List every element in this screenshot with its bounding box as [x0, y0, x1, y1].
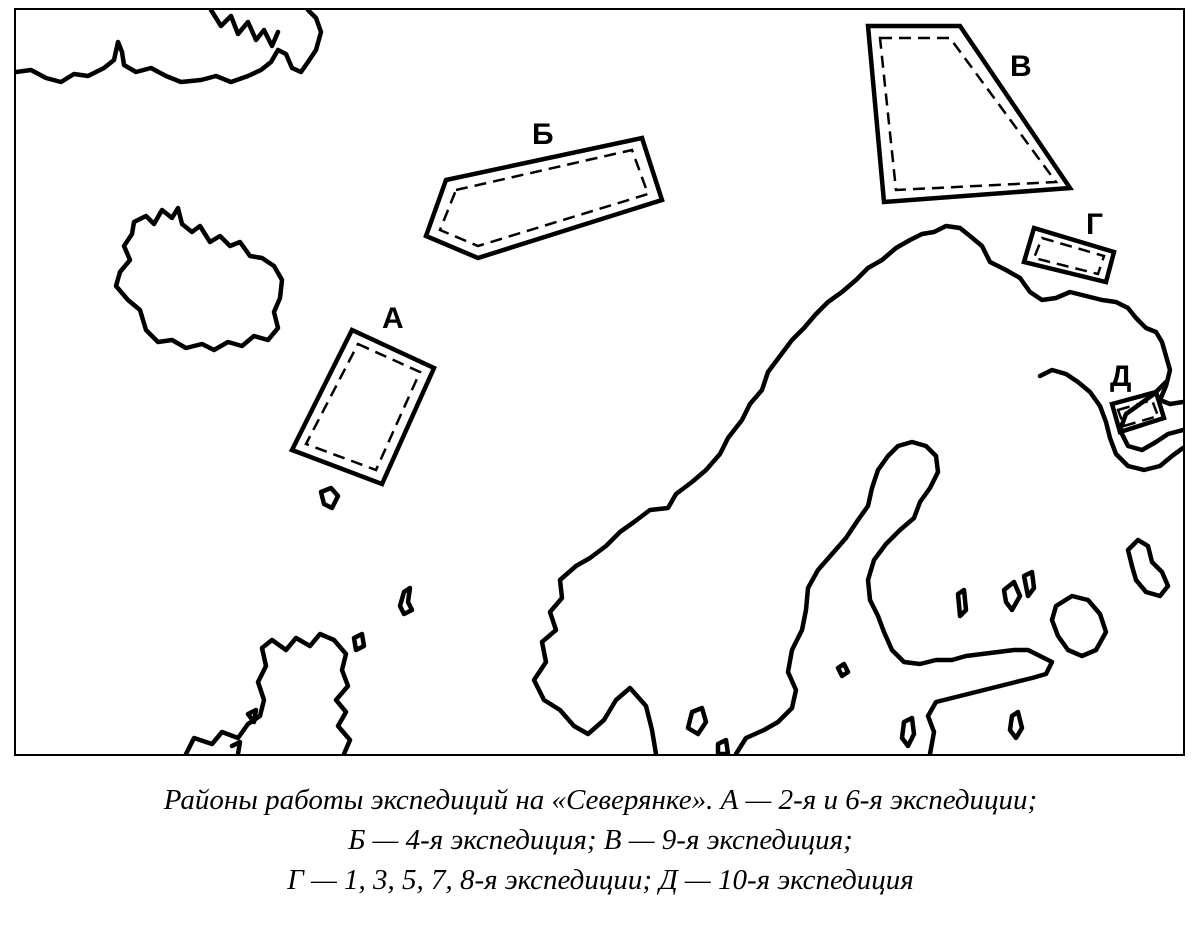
zone-d-outer — [1109, 389, 1167, 435]
caption-line-2: Б — 4-я экспедиция; В — 9-я экспедиция; — [348, 824, 853, 856]
map-canvas: А Б В Г Д — [16, 10, 1183, 754]
greenland-fjords — [208, 10, 281, 49]
lake-onega — [1125, 537, 1171, 599]
white-sea-coast — [1117, 379, 1183, 453]
zone-a-outer — [288, 327, 437, 487]
greenland-coast — [16, 10, 324, 85]
zone-g-outer — [1021, 225, 1117, 285]
zone-d-inner — [1116, 398, 1160, 428]
faroe-islands — [318, 485, 341, 511]
zone-a-inner — [304, 342, 422, 472]
zone-d-label: Д — [1110, 360, 1131, 393]
map-frame: А Б В Г Д — [14, 8, 1185, 756]
zone-b-inner — [438, 148, 650, 248]
zone-v-outer — [865, 23, 1075, 205]
map-caption: Районы работы экспедиций на «Северянке».… — [0, 780, 1201, 900]
zone-b-outer — [423, 135, 665, 261]
british-isles-coast — [183, 631, 353, 754]
zone-g-label: Г — [1086, 208, 1103, 241]
iceland-coast — [113, 205, 285, 353]
gotland-islands — [685, 661, 1025, 754]
zone-v-label: В — [1010, 50, 1032, 83]
kola-coast — [1037, 367, 1183, 473]
lake-ladoga — [1049, 593, 1109, 659]
caption-line-1: Районы работы экспедиций на «Северянке».… — [163, 784, 1038, 816]
hebrides — [229, 631, 367, 754]
bothnia-coast — [733, 439, 1055, 754]
finnish-lakes — [955, 569, 1037, 619]
scandinavia-coast — [531, 223, 1183, 754]
caption-line-3: Г — 1, 3, 5, 7, 8-я экспедиции; Д — 10-я… — [287, 864, 914, 896]
zone-v-inner — [878, 36, 1059, 192]
zone-b-label: Б — [532, 118, 554, 151]
zone-a-label: А — [382, 302, 404, 335]
shetland-islands — [397, 585, 415, 617]
zone-g-inner — [1032, 236, 1106, 276]
